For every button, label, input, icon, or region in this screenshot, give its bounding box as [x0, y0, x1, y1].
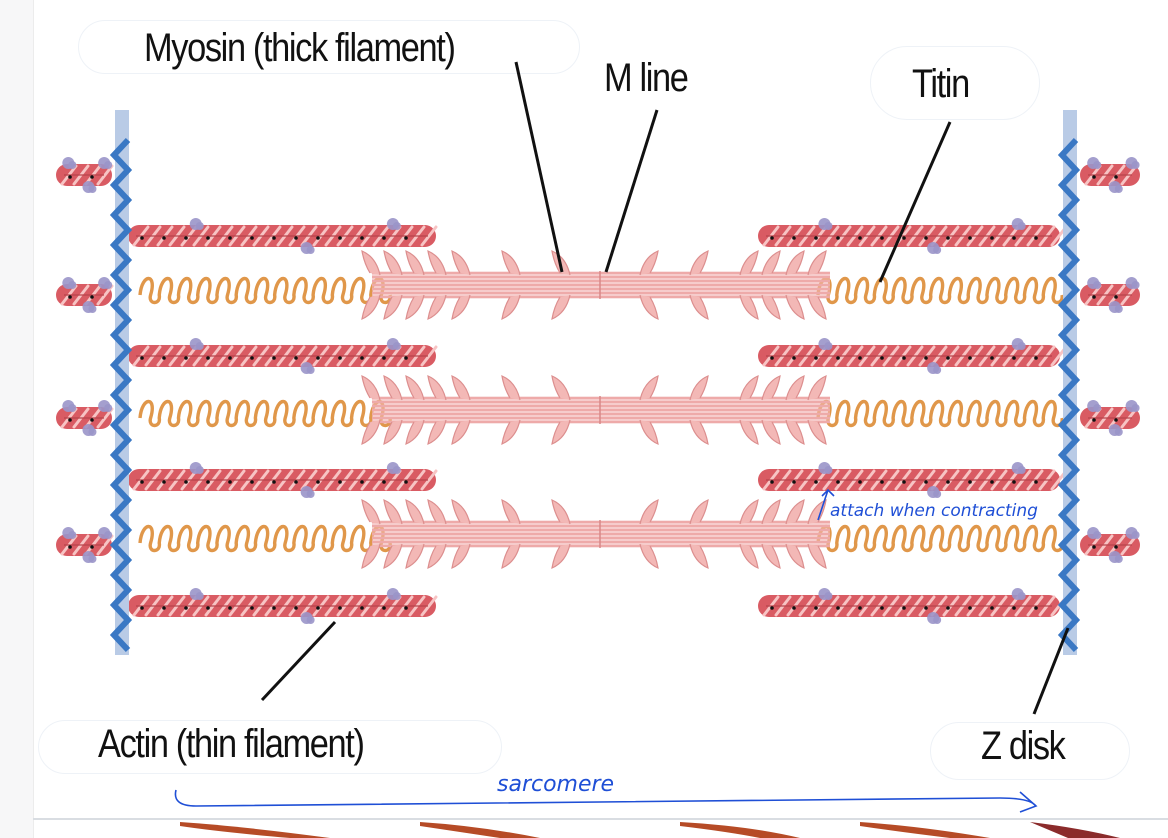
decorative-band	[420, 822, 540, 838]
bottom-decoration	[180, 822, 1120, 838]
actin-thin-filament-left	[128, 338, 438, 374]
page-divider	[33, 818, 1168, 820]
actin-thin-filament-right	[758, 218, 1068, 254]
actin-thin-filament-left	[128, 462, 438, 498]
myosin-label: Myosin (thick filament)	[144, 26, 456, 70]
myosin-layer	[361, 250, 830, 569]
decorative-band	[1030, 822, 1120, 838]
actin-label: Actin (thin filament)	[98, 722, 365, 766]
actin-stub-right	[1080, 400, 1140, 436]
actin-stub-left	[56, 157, 114, 193]
label-bubble	[870, 46, 1040, 120]
actin-thin-filament-left	[128, 218, 438, 254]
actin-thin-filament-right	[758, 462, 1068, 498]
titin-layer	[138, 276, 1064, 553]
m-line-label: M line	[604, 56, 689, 100]
label-bubble	[930, 722, 1130, 780]
z-disk-right	[1057, 110, 1081, 655]
titin-filament-right	[816, 524, 1064, 553]
decorative-band	[180, 822, 330, 838]
label-bubble	[38, 720, 502, 774]
z-disk-layer	[109, 110, 1081, 655]
titin-filament-left	[138, 399, 392, 428]
myosin-leader-line	[514, 61, 564, 273]
m-line-leader-line	[604, 109, 659, 273]
actin-stub-right	[1080, 527, 1140, 563]
attach-annotation: attach when contracting	[830, 501, 1038, 521]
titin-filament-right	[816, 276, 1064, 305]
actin-stub-right	[1080, 157, 1140, 193]
label-bubble	[78, 20, 580, 74]
sarcomere-bracket	[174, 789, 1038, 813]
myosin-thick-filament	[361, 499, 830, 569]
titin-label: Titin	[912, 62, 970, 106]
titin-leader-line	[878, 121, 952, 283]
myosin-thick-filament	[361, 250, 830, 320]
myosin-thick-filament	[361, 375, 830, 445]
decorative-band	[680, 822, 800, 838]
sarcomere-annotation: sarcomere	[497, 772, 615, 797]
actin-stub-right	[1080, 277, 1140, 313]
titin-filament-right	[816, 399, 1064, 428]
actin-thin-filament-right	[758, 588, 1068, 624]
titin-filament-left	[138, 276, 392, 305]
actin-thin-filament-right	[758, 338, 1068, 374]
titin-filament-left	[138, 524, 392, 553]
z-disk-leader-line	[1032, 627, 1070, 715]
left-sidebar	[0, 0, 34, 838]
handwritten-annotations	[174, 488, 1038, 813]
z-disk-label: Z disk	[981, 724, 1066, 768]
actin-leader-line	[260, 620, 337, 702]
z-disk-left	[109, 110, 133, 655]
actin-thin-filament-left	[128, 588, 438, 624]
decorative-band	[860, 822, 990, 838]
leader-lines	[260, 61, 1070, 715]
actin-stub-left	[56, 277, 114, 313]
actin-stub-left	[56, 400, 114, 436]
attach-arrow	[817, 488, 835, 521]
actin-layer	[56, 157, 1140, 624]
actin-stub-left	[56, 527, 114, 563]
